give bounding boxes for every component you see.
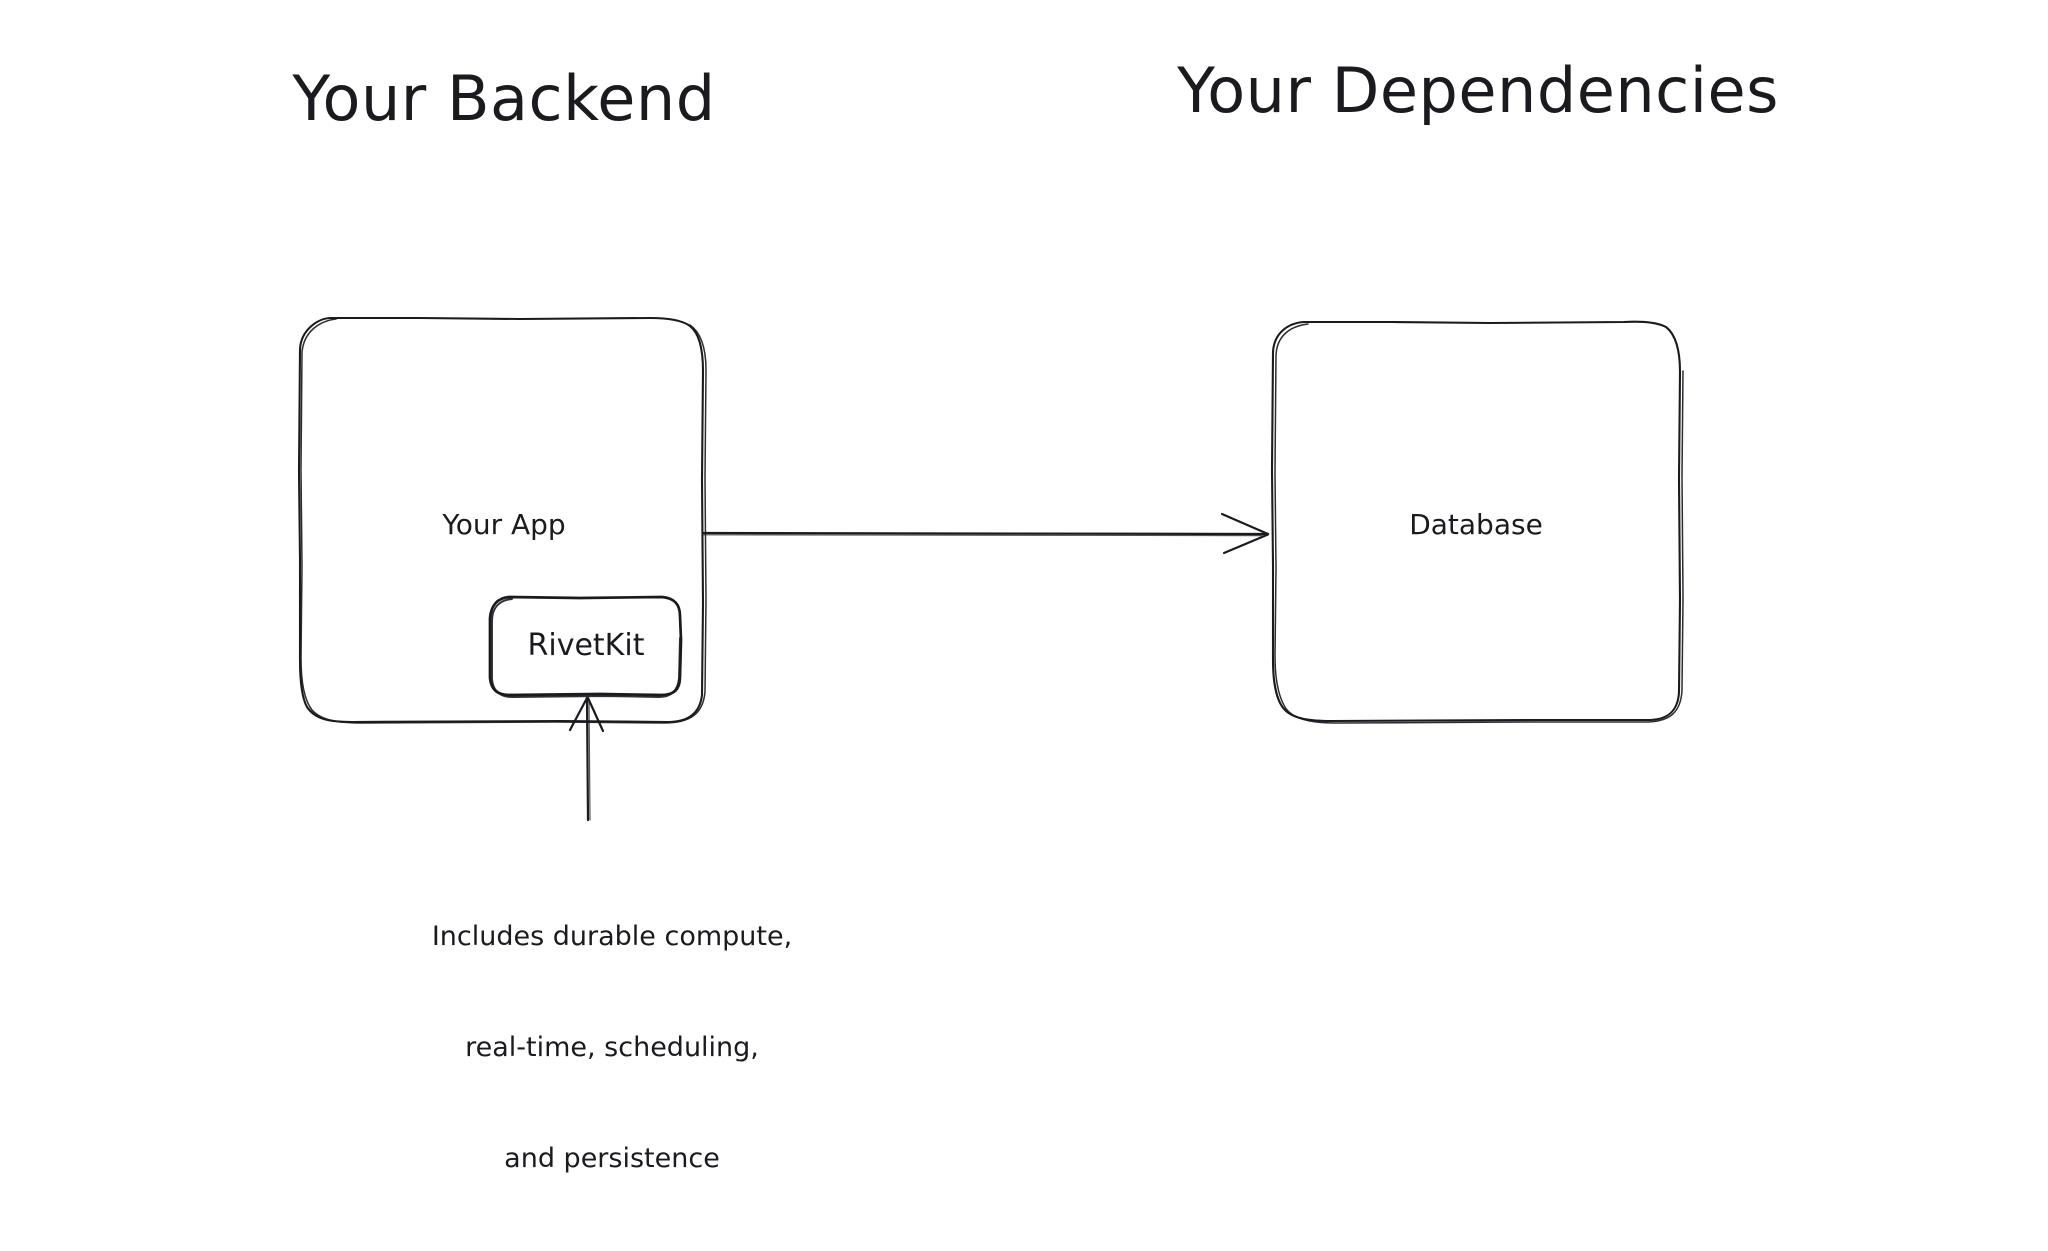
title-your-dependencies: Your Dependencies bbox=[1177, 54, 1779, 127]
node-label-rivetkit: RivetKit bbox=[527, 628, 645, 663]
node-label-database: Database bbox=[1409, 508, 1543, 541]
title-your-backend: Your Backend bbox=[292, 62, 716, 135]
arrow-caption-to-rivetkit-head bbox=[568, 696, 605, 733]
diagram-canvas: Your Backend Your Dependencies Your App … bbox=[292, 54, 1779, 1174]
caption-line-3: and persistence bbox=[504, 1143, 720, 1174]
arrow-app-to-database bbox=[702, 531, 1270, 537]
arrow-app-to-database-head bbox=[1220, 512, 1270, 555]
caption-line-1: Includes durable compute, bbox=[431, 921, 793, 952]
node-label-your-app: Your App bbox=[442, 508, 566, 541]
arrow-caption-to-rivetkit bbox=[585, 696, 591, 822]
sketch-strokes-layer bbox=[297, 316, 1684, 822]
caption-line-2: real-time, scheduling, bbox=[465, 1032, 759, 1063]
caption-rivetkit-features: Includes durable compute, real-time, sch… bbox=[432, 844, 792, 1251]
